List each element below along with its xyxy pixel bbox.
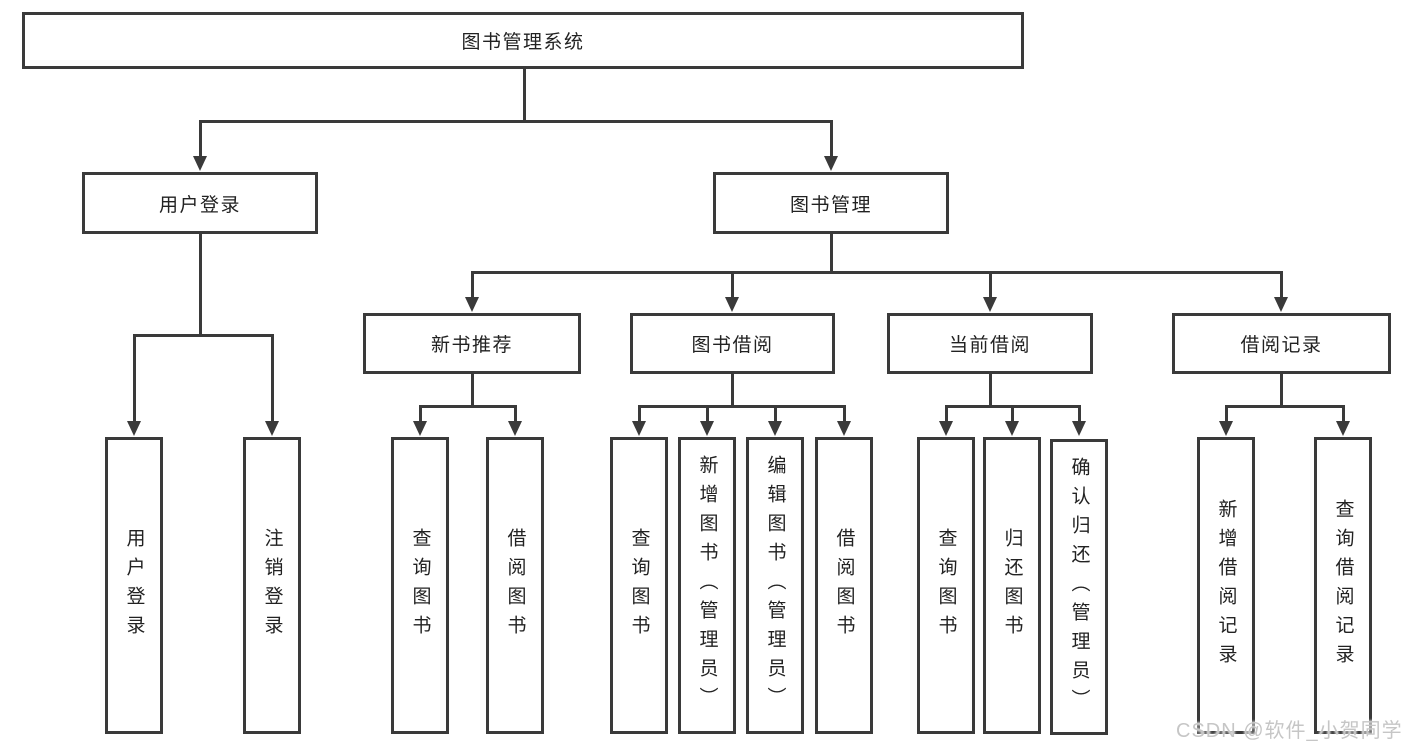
arrow-down-icon [465, 297, 479, 312]
leaf-user-login-label: 用户登录 [123, 527, 145, 644]
node-new-books-label: 新书推荐 [430, 335, 513, 356]
connector-line [199, 120, 833, 123]
arrow-down-icon [700, 421, 714, 436]
connector-line [271, 334, 274, 422]
node-user-login-label: 用户登录 [158, 194, 241, 216]
leaf-current-confirm-admin: 确认归还（管理员） [1050, 439, 1108, 735]
arrow-down-icon [983, 297, 997, 312]
node-user-login: 用户登录 [82, 172, 318, 234]
leaf-borrow-add-admin: 新增图书（管理员） [678, 437, 736, 734]
connector-line [514, 405, 517, 422]
connector-line [1225, 405, 1345, 408]
connector-line [830, 234, 833, 274]
leaf-logout-label: 注销登录 [261, 527, 283, 644]
node-book-borrow-label: 图书借阅 [691, 335, 774, 356]
connector-line [731, 374, 734, 407]
connector-line [989, 271, 992, 298]
node-new-books: 新书推荐 [363, 313, 581, 374]
csdn-watermark: CSDN @软件_小贺同学 [1176, 720, 1403, 742]
leaf-current-return: 归还图书 [983, 437, 1041, 734]
connector-line [945, 405, 948, 422]
leaf-user-login: 用户登录 [105, 437, 163, 734]
leaf-borrow-book-label: 借阅图书 [833, 527, 855, 644]
leaf-current-query-label: 查询图书 [935, 527, 957, 644]
node-book-mgmt-label: 图书管理 [789, 194, 872, 216]
leaf-records-add-label: 新增借阅记录 [1215, 498, 1237, 673]
leaf-records-query-label: 查询借阅记录 [1332, 498, 1354, 673]
leaf-newbooks-borrow-label: 借阅图书 [504, 527, 526, 644]
leaf-logout: 注销登录 [243, 437, 301, 734]
connector-line [471, 271, 1283, 274]
arrow-down-icon [725, 297, 739, 312]
connector-line [133, 334, 136, 422]
connector-line [419, 405, 422, 422]
connector-line [1280, 374, 1283, 407]
leaf-borrow-query-label: 查询图书 [628, 527, 650, 644]
connector-line [1225, 405, 1228, 422]
leaf-newbooks-query: 查询图书 [391, 437, 449, 734]
connector-line [638, 405, 641, 422]
connector-line [523, 69, 526, 120]
leaf-newbooks-query-label: 查询图书 [409, 527, 431, 644]
connector-line [731, 271, 734, 298]
arrow-down-icon [1274, 297, 1288, 312]
leaf-records-add: 新增借阅记录 [1197, 437, 1255, 734]
connector-line [843, 405, 846, 422]
connector-line [830, 120, 833, 158]
leaf-borrow-query: 查询图书 [610, 437, 668, 734]
leaf-current-confirm-admin-label: 确认归还（管理员） [1068, 456, 1090, 718]
connector-line [471, 271, 474, 298]
node-borrow-records: 借阅记录 [1172, 313, 1391, 374]
arrow-down-icon [768, 421, 782, 436]
arrow-down-icon [1005, 421, 1019, 436]
leaf-borrow-book: 借阅图书 [815, 437, 873, 734]
leaf-borrow-add-admin-label: 新增图书（管理员） [696, 455, 718, 716]
connector-line [1011, 405, 1014, 422]
arrow-down-icon [1072, 421, 1086, 436]
connector-line [419, 405, 517, 408]
node-current-borrow-label: 当前借阅 [948, 335, 1031, 356]
connector-line [774, 405, 777, 422]
connector-line [1280, 271, 1283, 298]
node-book-borrow: 图书借阅 [630, 313, 835, 374]
node-current-borrow: 当前借阅 [887, 313, 1093, 374]
connector-line [989, 374, 992, 407]
connector-line [706, 405, 709, 422]
connector-line [1342, 405, 1345, 422]
arrow-down-icon [1336, 421, 1350, 436]
connector-line [1078, 405, 1081, 422]
arrow-down-icon [413, 421, 427, 436]
leaf-current-query: 查询图书 [917, 437, 975, 734]
arrow-down-icon [632, 421, 646, 436]
connector-line [199, 234, 202, 336]
leaf-borrow-edit-admin-label: 编辑图书（管理员） [764, 455, 786, 716]
arrow-down-icon [127, 421, 141, 436]
connector-line [199, 120, 202, 158]
leaf-current-return-label: 归还图书 [1001, 527, 1023, 644]
arrow-down-icon [824, 156, 838, 171]
connector-line [133, 334, 274, 337]
leaf-borrow-edit-admin: 编辑图书（管理员） [746, 437, 804, 734]
node-borrow-records-label: 借阅记录 [1240, 335, 1323, 356]
node-root-label: 图书管理系统 [461, 32, 585, 53]
node-book-mgmt: 图书管理 [713, 172, 949, 234]
node-root: 图书管理系统 [22, 12, 1024, 69]
leaf-records-query: 查询借阅记录 [1314, 437, 1372, 734]
leaf-newbooks-borrow: 借阅图书 [486, 437, 544, 734]
connector-line [471, 374, 474, 407]
arrow-down-icon [265, 421, 279, 436]
arrow-down-icon [193, 156, 207, 171]
arrow-down-icon [939, 421, 953, 436]
arrow-down-icon [1219, 421, 1233, 436]
arrow-down-icon [508, 421, 522, 436]
connector-line [638, 405, 846, 408]
arrow-down-icon [837, 421, 851, 436]
